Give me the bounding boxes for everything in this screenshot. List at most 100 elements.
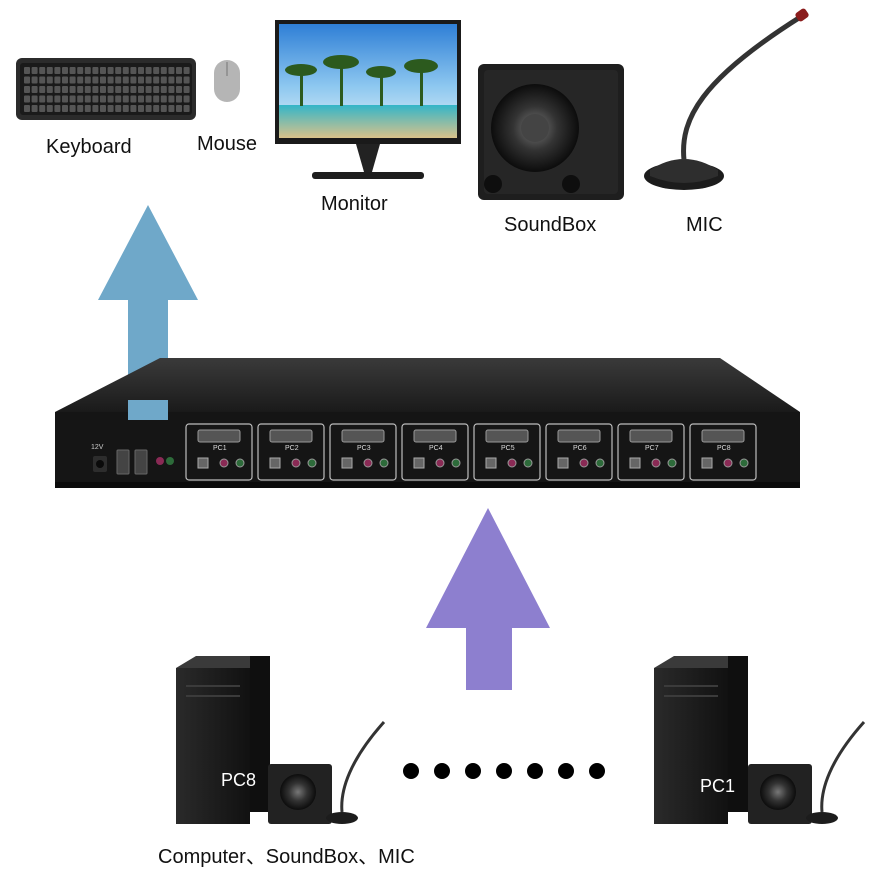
keyboard-key (62, 105, 68, 112)
soundbox-icon (478, 64, 624, 200)
pc1-soundbox-icon (748, 764, 812, 824)
audio-jack (667, 458, 677, 468)
keyboard-key (183, 95, 190, 103)
kvm-port-label: PC5 (501, 445, 515, 452)
keyboard-key (138, 105, 144, 112)
keyboard-key (31, 105, 38, 112)
pc8-label: PC8 (221, 770, 257, 790)
keyboard-key (46, 105, 53, 112)
keyboard-key (160, 67, 167, 74)
computers-caption: Computer、SoundBox、MIC (158, 846, 415, 868)
keyboard-key (62, 76, 68, 84)
power-label: 12V (91, 444, 104, 451)
keyboard-key (62, 86, 68, 93)
usb-b-port (629, 457, 641, 469)
kvm-port-group (473, 423, 541, 481)
dvi-port (629, 429, 673, 443)
keyboard-key (153, 95, 160, 103)
kvm-switch (55, 358, 800, 488)
keyboard-key (145, 105, 152, 112)
keyboard-key (31, 95, 38, 103)
audio-jack (363, 458, 373, 468)
audio-jack (579, 458, 589, 468)
audio-jack (235, 458, 245, 468)
keyboard-key (153, 86, 160, 93)
keyboard-key (77, 95, 84, 103)
up-arrow-icon (98, 205, 198, 420)
dvi-port (341, 429, 385, 443)
keyboard-key (54, 105, 61, 112)
keyboard-key (46, 95, 53, 103)
mic-label: MIC (686, 214, 723, 236)
audio-jack (291, 458, 301, 468)
keyboard-key (31, 76, 38, 84)
keyboard-key (69, 67, 76, 74)
keyboard-key (122, 86, 129, 93)
keyboard-key (145, 95, 152, 103)
keyboard-key (183, 76, 190, 84)
keyboard-key (84, 76, 91, 84)
ellipsis-dot (434, 763, 450, 779)
keyboard-key (153, 76, 160, 84)
audio-jack (595, 458, 605, 468)
keyboard-key (130, 76, 137, 84)
keyboard-key (168, 86, 175, 93)
keyboard-key (84, 95, 91, 103)
keyboard-key (77, 86, 84, 93)
keyboard-key (168, 105, 175, 112)
keyboard-key (54, 86, 61, 93)
ellipsis-dot (589, 763, 605, 779)
keyboard-key (107, 105, 114, 112)
keyboard-key (145, 67, 152, 74)
keyboard-key (46, 67, 53, 74)
keyboard-key (62, 95, 68, 103)
usb-b-port (197, 457, 209, 469)
keyboard-key (31, 67, 38, 74)
audio-jack (507, 458, 517, 468)
keyboard-key (107, 95, 114, 103)
kvm-port-label: PC6 (573, 445, 587, 452)
keyboard-key (84, 86, 91, 93)
keyboard-label: Keyboard (46, 136, 132, 158)
keyboard-key (24, 67, 30, 74)
keyboard-key (145, 86, 152, 93)
ellipsis-dot (465, 763, 481, 779)
keyboard-icon (16, 58, 196, 120)
keyboard-key (24, 105, 30, 112)
keyboard-key (54, 67, 61, 74)
keyboard-key (24, 86, 30, 93)
dvi-port (413, 429, 457, 443)
keyboard-key (69, 105, 76, 112)
keyboard-key (176, 86, 182, 93)
kvm-port-label: PC4 (429, 445, 443, 452)
keyboard-key (92, 86, 99, 93)
keyboard-key (130, 95, 137, 103)
keyboard-key (115, 67, 122, 74)
keyboard-key (176, 105, 182, 112)
keyboard-key (39, 95, 46, 103)
keyboard-key (107, 86, 114, 93)
keyboard-key (160, 76, 167, 84)
pc1-mic-icon (806, 721, 866, 824)
audio-jack (523, 458, 533, 468)
usb-b-port (485, 457, 497, 469)
dvi-port (269, 429, 313, 443)
keyboard-key (39, 105, 46, 112)
keyboard-key (92, 95, 99, 103)
kvm-port-group (401, 423, 469, 481)
monitor-icon (275, 20, 461, 179)
kvm-port-label: PC7 (645, 445, 659, 452)
keyboard-key (138, 67, 144, 74)
usb-b-port (341, 457, 353, 469)
keyboard-key (183, 67, 190, 74)
keyboard-key (100, 76, 106, 84)
keyboard-key (115, 105, 122, 112)
keyboard-key (160, 95, 167, 103)
kvm-port-label: PC8 (717, 445, 731, 452)
keyboard-key (62, 67, 68, 74)
keyboard-key (77, 76, 84, 84)
keyboard-key (54, 95, 61, 103)
keyboard-key (92, 67, 99, 74)
keyboard-key (168, 95, 175, 103)
